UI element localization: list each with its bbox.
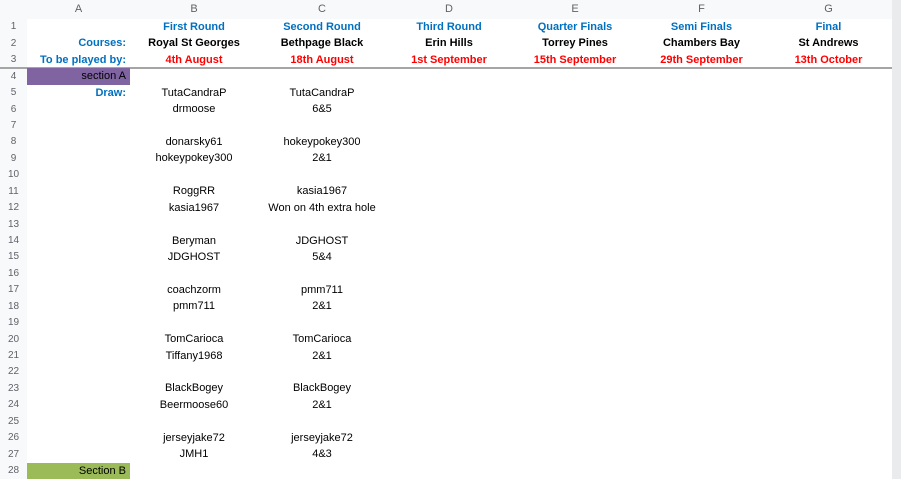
player2-cell-m5[interactable]: pmm711	[173, 300, 215, 312]
date-D[interactable]: 1st September	[411, 54, 487, 66]
score-cell-m5[interactable]: 2&1	[312, 300, 332, 312]
winner-cell-m4[interactable]: JDGHOST	[295, 235, 349, 247]
player1-cell-m5[interactable]: coachzorm	[167, 284, 221, 296]
row-header-9[interactable]: 9	[10, 153, 17, 164]
date-F[interactable]: 29th September	[660, 54, 743, 66]
row-header-25[interactable]: 25	[7, 416, 20, 427]
row-header-26[interactable]: 26	[7, 432, 20, 443]
row-header-12[interactable]: 12	[7, 202, 20, 213]
draw-label[interactable]: Draw:	[95, 87, 126, 99]
row-header-1[interactable]: 1	[10, 21, 17, 32]
row-header-28[interactable]: 28	[7, 465, 20, 476]
row-header-13[interactable]: 13	[7, 219, 20, 230]
date-G[interactable]: 13th October	[794, 54, 863, 66]
round-header-B[interactable]: First Round	[163, 21, 225, 33]
column-header-E[interactable]: E	[571, 3, 579, 15]
player2-cell-m2[interactable]: hokeypokey300	[155, 152, 233, 164]
section-a-cell[interactable]: section A	[27, 68, 130, 85]
column-header-F[interactable]: F	[698, 3, 705, 15]
score-cell-m6[interactable]: 2&1	[312, 350, 332, 362]
round-header-G[interactable]: Final	[815, 21, 842, 33]
date-E[interactable]: 15th September	[533, 54, 617, 66]
column-header-A[interactable]: A	[74, 3, 83, 15]
course-B[interactable]: Royal St Georges	[148, 37, 240, 49]
winner-cell-m6[interactable]: TomCarioca	[292, 333, 352, 345]
sheet-right-margin	[892, 0, 901, 479]
select-all-corner[interactable]	[0, 0, 27, 19]
round-header-E[interactable]: Quarter Finals	[537, 21, 613, 33]
row-header-10[interactable]: 10	[7, 169, 20, 180]
round-header-D[interactable]: Third Round	[416, 21, 482, 33]
player1-cell-m8[interactable]: jerseyjake72	[163, 432, 225, 444]
player2-cell-m1[interactable]: drmoose	[172, 103, 216, 115]
row-header-24[interactable]: 24	[7, 399, 20, 410]
player1-cell-m6[interactable]: TomCarioca	[164, 333, 224, 345]
score-cell-m1[interactable]: 6&5	[312, 103, 332, 115]
winner-cell-m8[interactable]: jerseyjake72	[291, 432, 353, 444]
row-header-27[interactable]: 27	[7, 449, 20, 460]
row-header-4[interactable]: 4	[10, 71, 17, 82]
player2-cell-m3[interactable]: kasia1967	[168, 202, 220, 214]
row-header-20[interactable]: 20	[7, 334, 20, 345]
course-G[interactable]: St Andrews	[798, 37, 859, 49]
section-b-cell[interactable]: Section B	[27, 463, 130, 479]
round-header-F[interactable]: Semi Finals	[670, 21, 733, 33]
row-header-7[interactable]: 7	[10, 120, 17, 131]
dates-label[interactable]: To be played by:	[40, 54, 126, 66]
score-cell-m3[interactable]: Won on 4th extra hole	[268, 202, 376, 214]
row-header-8[interactable]: 8	[10, 136, 17, 147]
score-cell-m7[interactable]: 2&1	[312, 399, 332, 411]
winner-cell-m5[interactable]: pmm711	[301, 284, 343, 296]
player2-cell-m4[interactable]: JDGHOST	[167, 251, 221, 263]
winner-cell-m7[interactable]: BlackBogey	[292, 382, 352, 394]
row-header-23[interactable]: 23	[7, 383, 20, 394]
row-header-18[interactable]: 18	[7, 301, 20, 312]
row-header-3[interactable]: 3	[10, 54, 17, 65]
player2-cell-m7[interactable]: Beermoose60	[159, 399, 229, 411]
winner-cell-m3[interactable]: kasia1967	[296, 185, 348, 197]
player1-cell-m3[interactable]: RoggRR	[172, 185, 216, 197]
column-header-C[interactable]: C	[318, 3, 326, 15]
course-F[interactable]: Chambers Bay	[662, 37, 741, 49]
column-header-D[interactable]: D	[445, 3, 453, 15]
row-header-16[interactable]: 16	[7, 268, 20, 279]
player2-cell-m6[interactable]: Tiffany1968	[165, 350, 223, 362]
column-header-bar	[0, 0, 892, 19]
player1-cell-m1[interactable]: TutaCandraP	[161, 87, 227, 99]
date-C[interactable]: 18th August	[290, 54, 354, 66]
row-header-14[interactable]: 14	[7, 235, 20, 246]
row-header-19[interactable]: 19	[7, 317, 20, 328]
date-B[interactable]: 4th August	[165, 54, 223, 66]
winner-cell-m2[interactable]: hokeypokey300	[283, 136, 361, 148]
frozen-row-divider	[0, 67, 892, 69]
row-header-bar	[0, 0, 27, 479]
course-D[interactable]: Erin Hills	[425, 37, 473, 49]
round-header-C[interactable]: Second Round	[283, 21, 361, 33]
player1-cell-m4[interactable]: Beryman	[171, 235, 217, 247]
score-cell-m4[interactable]: 5&4	[312, 251, 332, 263]
row-header-11[interactable]: 11	[8, 186, 19, 197]
row-header-6[interactable]: 6	[10, 104, 17, 115]
courses-label[interactable]: Courses:	[78, 37, 126, 49]
score-cell-m2[interactable]: 2&1	[312, 152, 332, 164]
row-header-15[interactable]: 15	[7, 251, 20, 262]
player1-cell-m2[interactable]: donarsky61	[165, 136, 223, 148]
winner-cell-m1[interactable]: TutaCandraP	[289, 87, 355, 99]
column-header-B[interactable]: B	[190, 3, 198, 15]
player1-cell-m7[interactable]: BlackBogey	[164, 382, 224, 394]
row-header-22[interactable]: 22	[7, 366, 20, 377]
player2-cell-m8[interactable]: JMH1	[179, 448, 209, 460]
row-header-5[interactable]: 5	[10, 87, 17, 98]
row-header-2[interactable]: 2	[10, 38, 17, 49]
course-E[interactable]: Torrey Pines	[542, 37, 608, 49]
column-header-G[interactable]: G	[824, 3, 833, 15]
score-cell-m8[interactable]: 4&3	[312, 448, 332, 460]
row-header-17[interactable]: 17	[7, 284, 20, 295]
row-header-21[interactable]: 21	[7, 350, 20, 361]
course-C[interactable]: Bethpage Black	[280, 37, 364, 49]
